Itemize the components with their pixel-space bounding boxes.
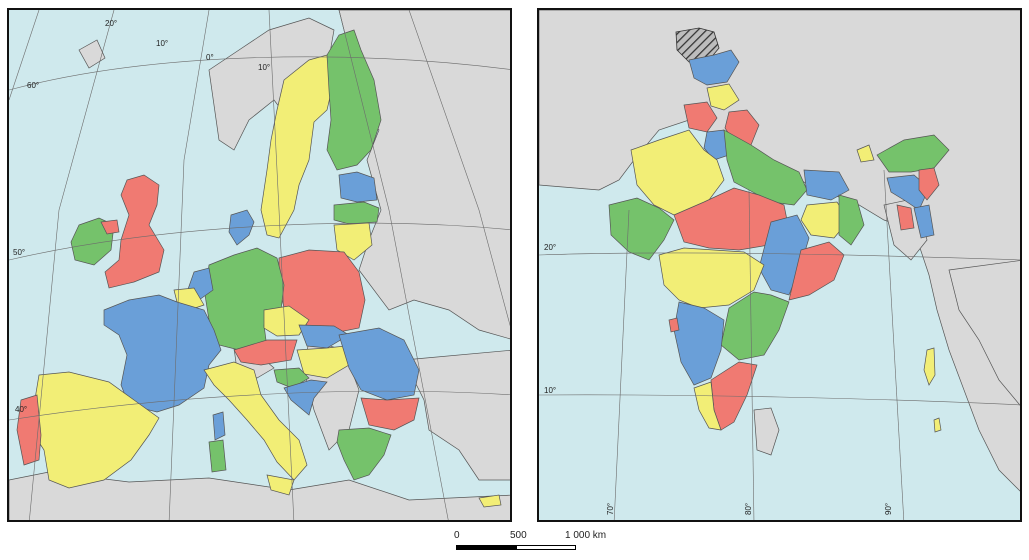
state-maharashtra [658,247,765,309]
scale-tick-0: 0 [454,530,460,541]
state-gujarat [608,197,675,261]
scale-segment-white [516,545,576,550]
country-czechia [263,305,310,337]
islands-nicobar [933,417,942,433]
country-sicily [266,474,295,496]
state-jharkhand [800,201,850,239]
scale-segment-black [456,545,516,550]
country-estonia [338,171,378,203]
europe-countries [16,29,502,508]
country-finland [326,29,382,171]
lon-label-0: 0° [206,53,214,62]
lon-label-10w: 10° [156,39,168,48]
country-france [103,294,222,413]
india-map-panel[interactable]: 20° 10° 70° 80° 90° [537,8,1022,522]
islands-andaman [923,347,936,386]
lon-label-90: 90° [884,503,893,515]
state-goa [668,317,680,333]
state-punjab [683,101,718,133]
country-italy [203,361,308,481]
lon-label-10e: 10° [258,63,270,72]
country-ireland [70,217,115,266]
europe-graticule [9,10,510,520]
state-kerala [693,381,722,431]
lat-label-20: 20° [544,243,556,252]
state-sikkim [856,144,875,163]
state-odisha [788,241,845,301]
scale-tick-500: 500 [510,530,527,541]
country-corsica [212,411,226,441]
scale-bar: 0 500 1 000 km [440,530,620,558]
india-map: 20° 10° 70° 80° 90° [539,10,1020,520]
state-tripura [896,204,915,231]
state-himachal [706,83,740,111]
lat-label-40: 40° [15,405,27,414]
country-sardinia [208,439,227,473]
lat-label-10: 10° [544,386,556,395]
state-nagaland-manipur [918,167,940,201]
country-northern-ireland [100,219,120,235]
state-haryana [703,129,730,161]
india-graticule [539,169,1020,520]
country-greece [336,427,392,481]
lat-label-50: 50° [13,248,25,257]
scale-tick-1000: 1 000 km [565,530,607,541]
state-andhra-telangana [720,291,790,361]
state-jammu-kashmir [688,49,740,86]
europe-map-panel[interactable]: 60° 50° 40° 20° 10° 0° 10° [7,8,512,522]
lat-label-60: 60° [27,81,39,90]
country-cyprus [478,494,502,508]
country-latvia [333,201,380,225]
country-bulgaria [360,397,420,431]
state-arunachal-assam [876,134,950,173]
country-united-kingdom [104,174,165,289]
country-slovakia [298,324,350,349]
india-states [608,27,950,433]
country-austria [233,339,298,366]
lon-label-80: 80° [744,503,753,515]
state-karnataka [673,301,725,386]
lon-label-70: 70° [606,503,615,515]
europe-map: 60° 50° 40° 20° 10° 0° 10° [9,10,510,520]
state-uttar-pradesh [723,129,808,206]
state-rajasthan [630,129,725,216]
country-portugal [16,394,42,466]
state-mizoram [913,204,935,239]
region-disputed-kashmir [675,27,720,63]
country-romania [338,327,420,401]
state-west-bengal [838,194,865,246]
lon-label-20w: 20° [105,19,117,28]
country-croatia [283,379,328,416]
